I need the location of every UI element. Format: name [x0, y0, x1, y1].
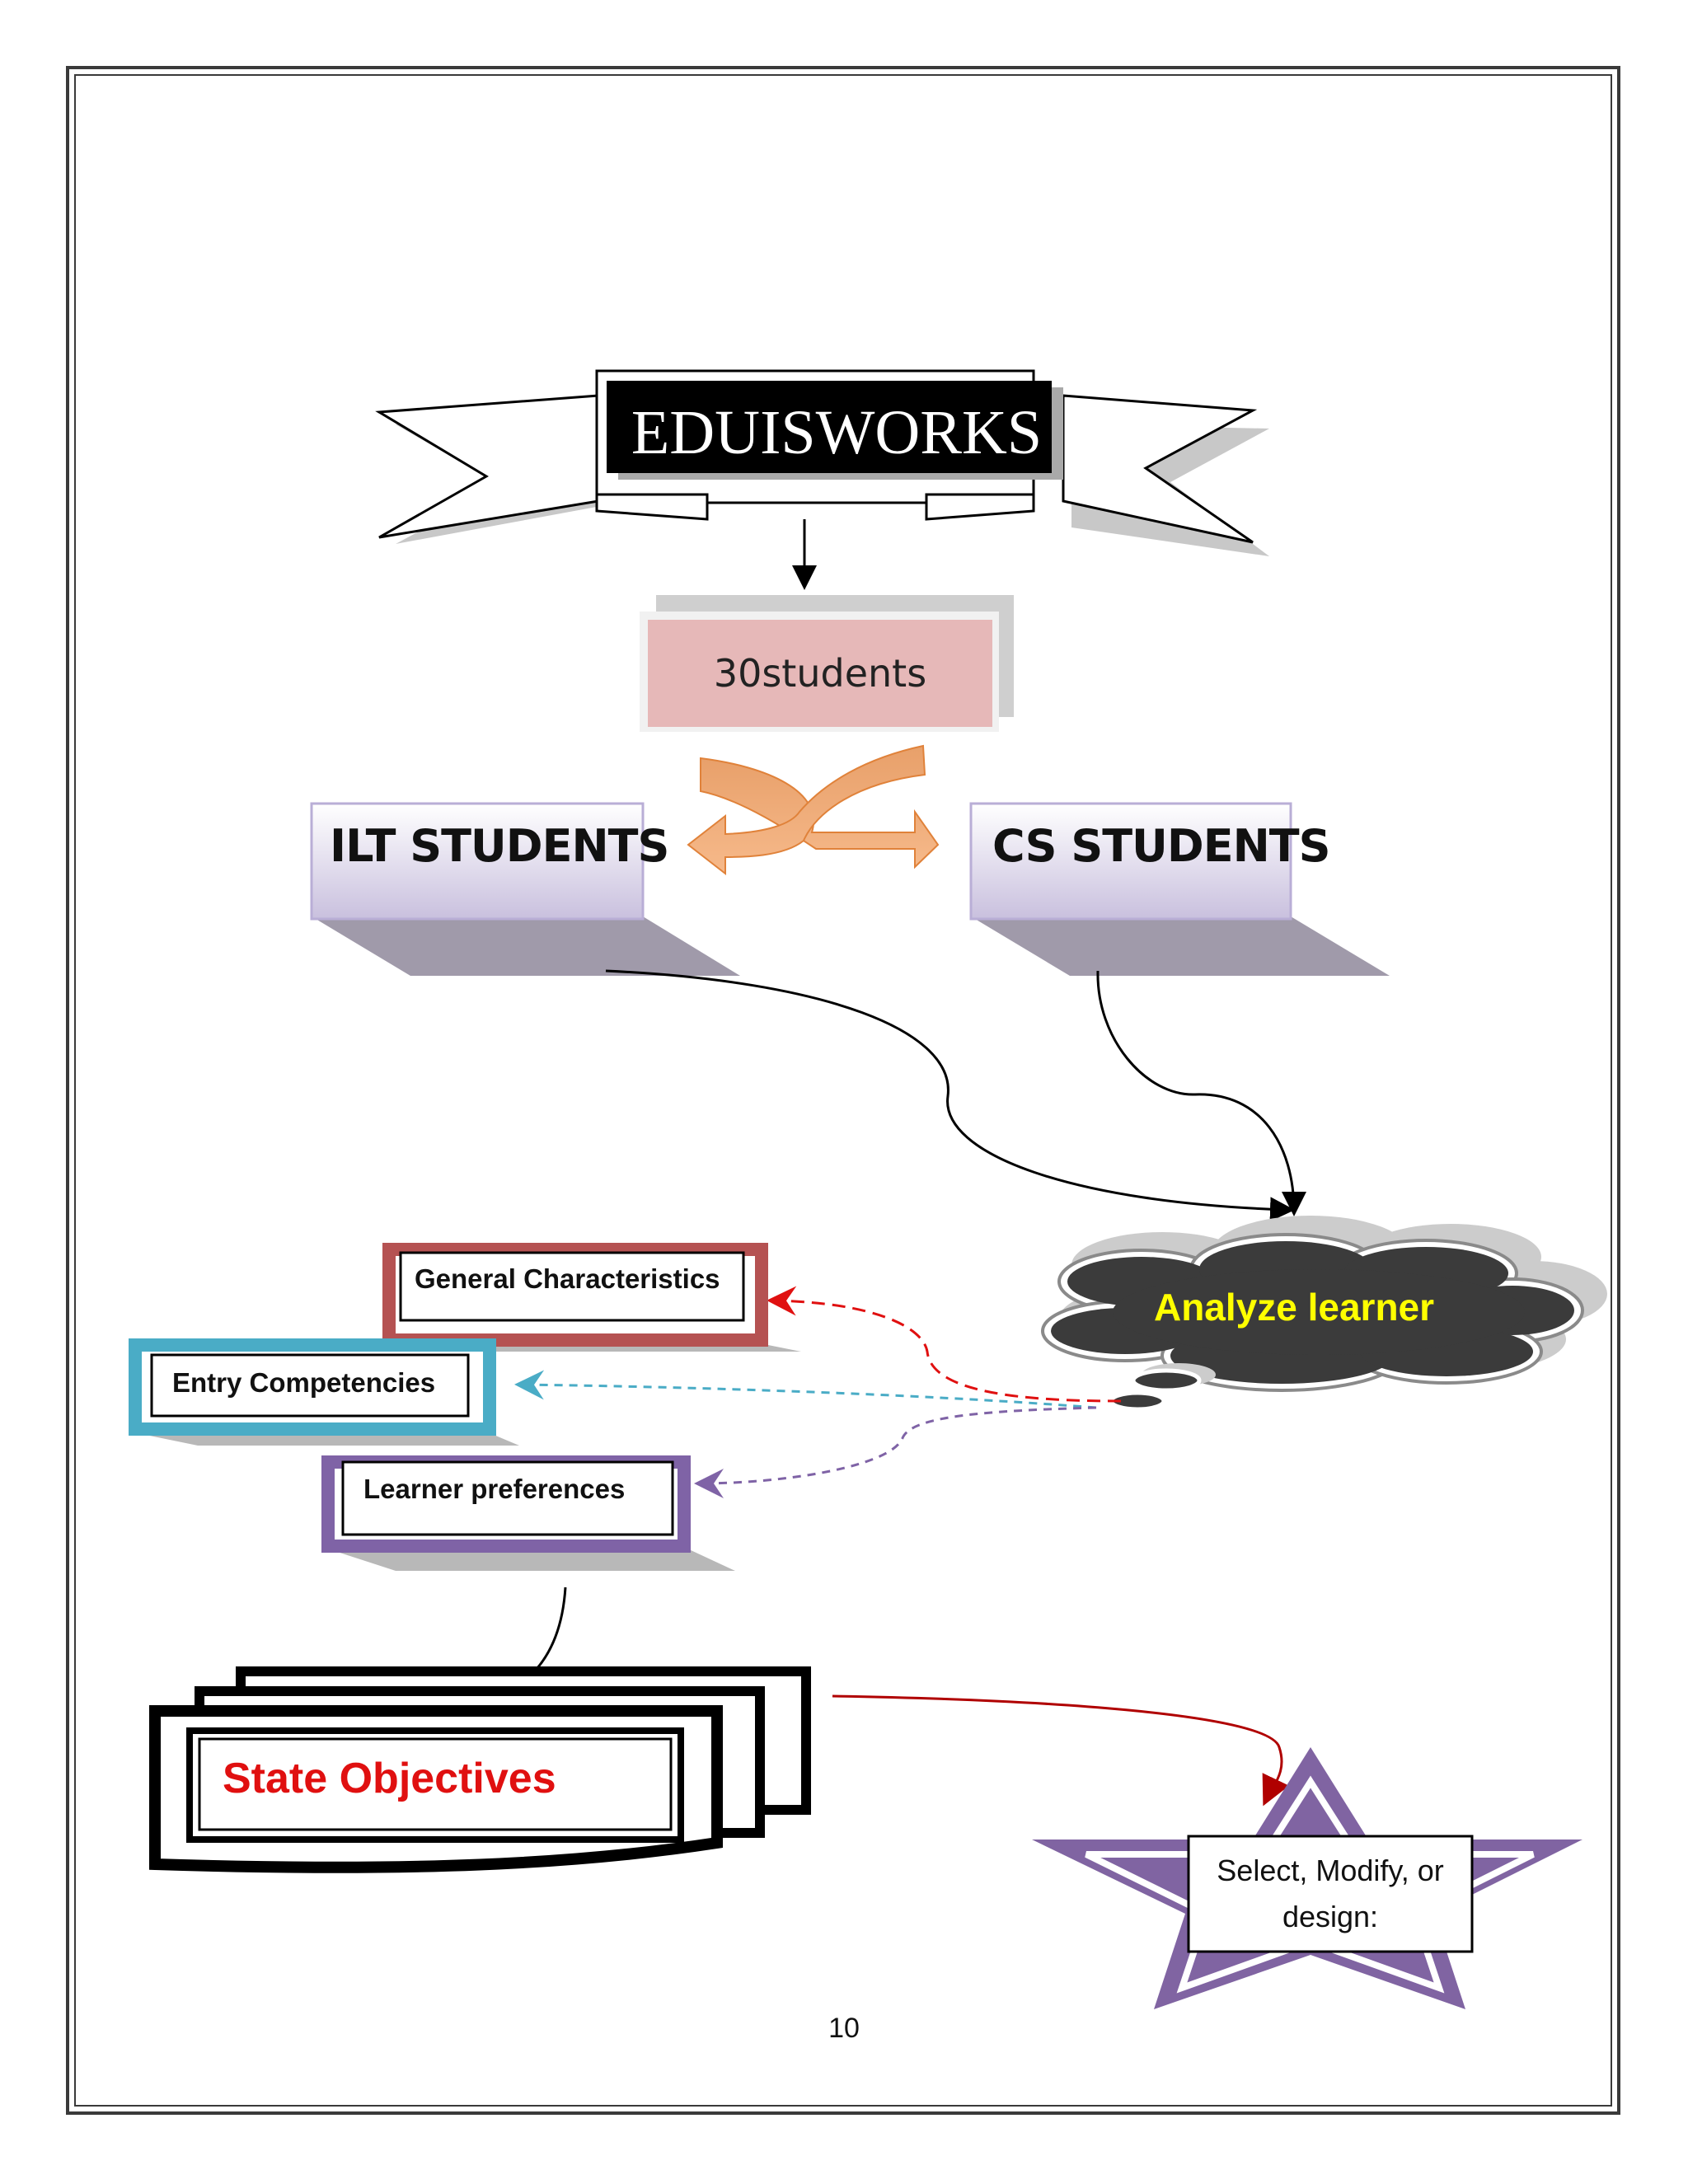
analyze-to-preferences-connector [694, 1406, 1097, 1498]
analyze-to-entry-connector [514, 1370, 1097, 1409]
cs-box-shadow [971, 916, 1390, 976]
select-modify-design-label: Select, Modify, or design: [1217, 1854, 1444, 1933]
analyze-to-general-connector [767, 1286, 1122, 1403]
page-frame-inner [74, 74, 1612, 2107]
analyze-cloud [1041, 1216, 1607, 1412]
learner-preferences-label: Learner preferences [363, 1474, 626, 1504]
preferences-box-shadow [330, 1549, 735, 1571]
ribbon-banner [375, 369, 1269, 556]
page-number: 10 [828, 2013, 860, 2044]
swap-arrows-icon [687, 744, 940, 876]
page-frame-outer [66, 66, 1620, 2115]
banner-title: EDUISWORKS [631, 397, 1043, 467]
cs-students-label: CS STUDENTS [992, 820, 1331, 872]
state-objectives-label: State Objectives [223, 1755, 556, 1802]
students-count-label: 30students [713, 651, 927, 696]
ilt-students-label: ILT STUDENTS [330, 820, 669, 872]
ilt-to-analyze-connector [605, 969, 1295, 1222]
cs-students-box [969, 802, 1292, 921]
select-modify-design-box [1187, 1835, 1474, 1953]
ilt-students-box [310, 802, 645, 921]
ilt-box-shadow [312, 916, 740, 976]
cs-to-analyze-connector [1096, 970, 1306, 1216]
objectives-to-select-connector [832, 1694, 1290, 1807]
state-objectives-stack [149, 1666, 811, 1873]
analyze-learner-label: Analyze learner [1153, 1286, 1435, 1329]
general-characteristics-inner [399, 1251, 745, 1322]
students-box [648, 620, 992, 727]
entry-competencies-label: Entry Competencies [172, 1367, 436, 1398]
learner-preferences-inner [341, 1460, 674, 1536]
general-characteristics-label: General Characteristics [415, 1263, 720, 1294]
entry-competencies-inner [150, 1353, 470, 1418]
